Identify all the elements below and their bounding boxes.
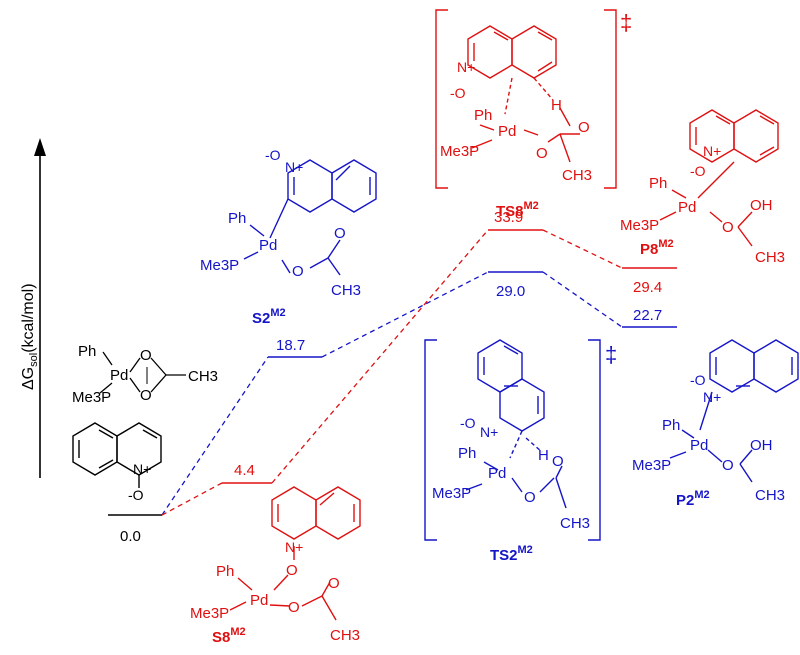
svg-text:O: O: [722, 457, 734, 474]
structure-ts2: ‡ N+ -O Ph Pd Me3P H O O CH3: [424, 339, 617, 541]
svg-text:Pd: Pd: [250, 592, 268, 609]
label-ts8: TS8M2: [496, 200, 539, 220]
path-red-2: [271, 229, 489, 484]
svg-text:N+: N+: [457, 59, 475, 75]
value-ts2: 29.0: [496, 283, 525, 300]
svg-text:Ph: Ph: [216, 563, 234, 580]
svg-text:O: O: [292, 263, 304, 280]
svg-text:-O: -O: [450, 85, 466, 101]
value-s8: 4.4: [234, 462, 255, 479]
svg-text:Pd: Pd: [498, 123, 516, 140]
svg-text:O: O: [552, 453, 564, 470]
svg-text:O: O: [288, 599, 300, 616]
path-blue-1: [161, 356, 269, 516]
label-p2: P2M2: [676, 489, 710, 509]
svg-text:-O: -O: [128, 487, 144, 503]
svg-text:Me3P: Me3P: [632, 457, 671, 474]
svg-text:OH: OH: [750, 437, 773, 454]
svg-text:CH3: CH3: [331, 282, 361, 299]
structure-s8: N+ O Ph Pd Me3P O O CH3: [190, 486, 361, 644]
label-p8: P8M2: [640, 238, 674, 258]
axis-arrow-icon: [34, 138, 46, 156]
svg-text:O: O: [140, 347, 152, 364]
path-red-1: [161, 482, 223, 516]
label-s2: S2M2: [252, 307, 286, 327]
energy-levels: [108, 229, 677, 516]
svg-text:Pd: Pd: [110, 367, 128, 384]
svg-text:O: O: [524, 489, 536, 506]
value-start: 0.0: [120, 528, 141, 545]
svg-text:H: H: [551, 97, 562, 114]
svg-text:Me3P: Me3P: [432, 485, 471, 502]
path-red-3: [542, 229, 623, 269]
label-ts2: TS2M2: [490, 544, 533, 564]
svg-text:O: O: [536, 145, 548, 162]
value-ts8: 33.9: [494, 209, 523, 226]
svg-text:Ph: Ph: [474, 107, 492, 124]
value-s2: 18.7: [276, 337, 305, 354]
value-p8: 29.4: [633, 279, 662, 296]
svg-text:O: O: [286, 562, 298, 579]
structure-p2: N+ -O Ph Pd Me3P O OH CH3: [632, 339, 799, 504]
reactant-pd-complex: Ph Pd Me3P O O CH3: [72, 343, 218, 406]
svg-text:Ph: Ph: [649, 175, 667, 192]
svg-text:-O: -O: [265, 147, 281, 163]
energy-values: 0.0 4.4 18.7 29.0 33.9 29.4 22.7: [120, 209, 662, 545]
svg-text:N+: N+: [285, 539, 303, 555]
structure-p8: N+ -O Ph Pd Me3P O OH CH3: [620, 109, 785, 266]
svg-text:O: O: [140, 387, 152, 404]
svg-text:O: O: [578, 119, 590, 136]
svg-text:Me3P: Me3P: [72, 389, 111, 406]
svg-text:N+: N+: [703, 389, 721, 405]
svg-text:Ph: Ph: [662, 417, 680, 434]
energy-axis: ΔGsol(kcal/mol): [20, 138, 46, 478]
svg-text:CH3: CH3: [755, 487, 785, 504]
svg-text:Pd: Pd: [690, 437, 708, 454]
svg-text:Me3P: Me3P: [440, 143, 479, 160]
svg-text:O: O: [334, 225, 346, 242]
svg-text:Pd: Pd: [678, 199, 696, 216]
svg-text:CH3: CH3: [755, 249, 785, 266]
svg-text:CH3: CH3: [562, 167, 592, 184]
svg-text:OH: OH: [750, 197, 773, 214]
svg-text:O: O: [328, 575, 340, 592]
svg-text:-O: -O: [460, 415, 476, 431]
structure-s2: N+ -O Ph Pd Me3P O O CH3: [200, 147, 377, 299]
value-p2: 22.7: [633, 307, 662, 324]
svg-text:Me3P: Me3P: [620, 217, 659, 234]
svg-text:-O: -O: [690, 372, 706, 388]
label-s8: S8M2: [212, 626, 246, 646]
svg-text:CH3: CH3: [188, 368, 218, 385]
svg-text:Ph: Ph: [458, 445, 476, 462]
svg-text:N+: N+: [133, 461, 151, 477]
path-blue-2: [321, 271, 489, 358]
reaction-paths: [161, 229, 623, 516]
dagger-ts8: ‡: [620, 10, 632, 35]
svg-text:Ph: Ph: [78, 343, 96, 360]
svg-text:N+: N+: [480, 424, 498, 440]
path-blue-3: [542, 271, 623, 328]
svg-text:O: O: [722, 219, 734, 236]
svg-text:-O: -O: [690, 163, 706, 179]
svg-text:Pd: Pd: [259, 237, 277, 254]
svg-text:CH3: CH3: [330, 627, 360, 644]
axis-label: ΔGsol(kcal/mol): [20, 283, 40, 390]
svg-text:Me3P: Me3P: [190, 605, 229, 622]
svg-text:N+: N+: [285, 159, 303, 175]
svg-text:Pd: Pd: [488, 465, 506, 482]
reactant-quinoline-n-oxide: N+ -O: [72, 422, 162, 503]
structure-ts8: ‡ N+ -O Ph Pd Me3P H O O CH3: [435, 9, 632, 189]
svg-text:N+: N+: [703, 143, 721, 159]
dagger-ts2: ‡: [605, 342, 617, 367]
svg-text:CH3: CH3: [560, 515, 590, 532]
svg-text:H: H: [538, 447, 549, 464]
svg-text:Ph: Ph: [228, 210, 246, 227]
svg-text:Me3P: Me3P: [200, 257, 239, 274]
